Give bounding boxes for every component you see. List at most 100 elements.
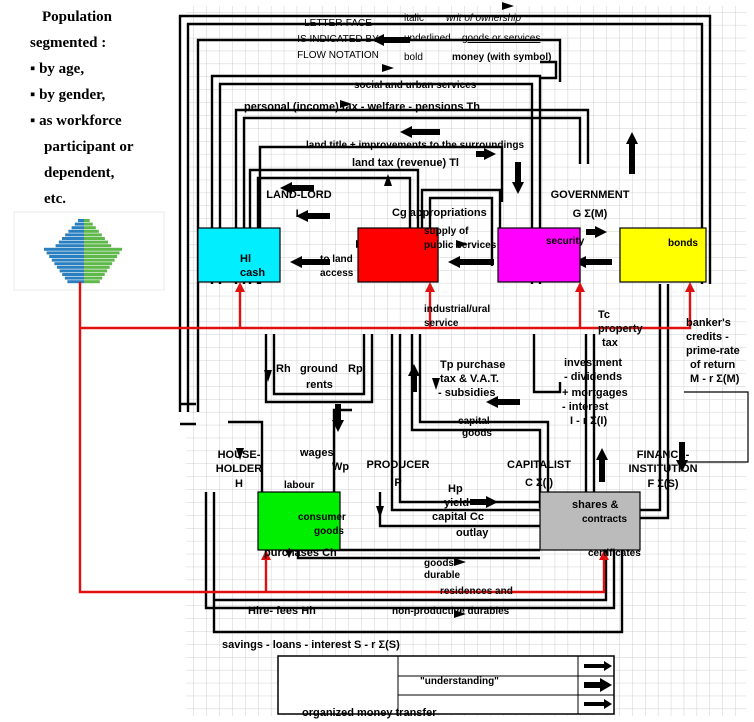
label-durable: durable [424, 570, 461, 581]
pyramid-male-bar [59, 269, 84, 273]
pyramid-female-bar [84, 276, 103, 280]
label-capital-goods2: capital [458, 416, 490, 427]
producer-box[interactable] [357, 227, 439, 283]
population-line-7: dependent, [44, 165, 115, 181]
label-shares: shares & [572, 499, 619, 511]
household-symbol: H [235, 478, 243, 490]
population-text-block: Population segmented : ▪ by age, ▪ by ge… [30, 9, 134, 207]
legend-row3-style: italic [404, 13, 424, 24]
label-goods1: goods [424, 558, 454, 569]
pyramid-male-bar [71, 226, 84, 230]
pyramid-female-bar [84, 219, 90, 222]
label-prime-rate: prime-rate [686, 345, 740, 357]
population-line-2: segmented : [30, 35, 106, 51]
pyramid-female-bar [84, 240, 108, 244]
pyramid-male-bar [58, 240, 84, 244]
label-yield: yield [444, 497, 469, 509]
pyramid-male-bar [44, 247, 84, 251]
pyramid-male-bar [46, 251, 84, 255]
label-investment: investment [564, 357, 622, 369]
label-m-r: M - r Σ(M) [690, 373, 740, 385]
label-understanding: "understanding" [420, 676, 499, 687]
label-industrial: industrial/ural [424, 304, 490, 315]
label-purchases: purchases Ch [264, 547, 337, 559]
label-security: security [546, 236, 585, 247]
household-line1: HOUSE- [218, 449, 261, 461]
finance-box[interactable] [619, 227, 707, 283]
label-wp: Wp [332, 461, 349, 473]
label-land-tax: land tax (revenue) Tl [352, 157, 459, 169]
finance-line1: FINANCE- [637, 449, 690, 461]
label-organized-money: organized money transfer [302, 707, 437, 719]
finance-symbol: F Σ(S) [647, 478, 678, 490]
label-hp: Hp [448, 483, 463, 495]
pyramid-female-bar [84, 269, 108, 273]
population-line-5: ▪ as workforce [30, 113, 122, 129]
grid-background [186, 6, 746, 716]
label-capital-cc: capital Cc [432, 511, 484, 523]
legend-thick-arrow-icon [584, 678, 612, 692]
population-line-6: participant or [44, 139, 134, 155]
pyramid-male-bar [64, 276, 84, 280]
label-capital-goods1: goods [462, 428, 492, 439]
pyramid-female-bar [84, 258, 115, 262]
node-finance[interactable] [619, 227, 707, 283]
pyramid-male-bar [49, 255, 84, 258]
label-mortgages: + mortgages [562, 387, 628, 399]
label-certificates: certificates [588, 548, 641, 559]
government-box[interactable] [539, 491, 641, 551]
legend-frame [277, 655, 615, 715]
landlord-box[interactable] [257, 491, 341, 551]
label-residences: residences and [440, 586, 513, 597]
node-household[interactable] [197, 227, 281, 283]
pyramid-female-bar [84, 226, 96, 230]
label-ir-interest: I - r Σ(I) [570, 415, 607, 427]
block-arrows [280, 34, 688, 558]
label-credits: credits - [686, 331, 729, 343]
label-personal-tax: personal (income) tax - welfare - pensio… [244, 101, 480, 113]
label-consumer: consumer [298, 512, 346, 523]
label-bankers: banker's [686, 317, 731, 329]
population-line-3: ▪ by age, [30, 61, 84, 77]
flow-loops [178, 14, 712, 634]
label-service: service [424, 318, 459, 329]
label-bonds: bonds [668, 238, 698, 249]
node-government[interactable] [539, 491, 641, 551]
legend-row3-desc: writ of ownership [446, 13, 521, 24]
pyramid-female-bar [84, 247, 122, 251]
legend-row2-desc: goods or services [462, 33, 540, 44]
producer-line1: PRODUCER [367, 459, 430, 471]
household-box[interactable] [197, 227, 281, 283]
capitalist-box[interactable] [497, 227, 581, 283]
legend-thin-arrow-icon [584, 661, 612, 671]
node-landlord[interactable] [257, 491, 341, 551]
capitalist-symbol: C Σ(I) [525, 477, 553, 489]
producer-symbol: P [394, 477, 401, 489]
pyramid-male-bar [67, 280, 84, 284]
population-line-4: ▪ by gender, [30, 87, 105, 103]
pyramid-male-bar [68, 229, 84, 233]
label-rh: Rh [276, 363, 291, 375]
label-interest: - interest [562, 401, 609, 413]
label-social: social and urban services [354, 80, 477, 91]
population-line-1: Population [42, 9, 113, 25]
pyramid-male-bar [74, 222, 84, 226]
legend-row1-style: bold [404, 52, 423, 63]
label-to-land: to land [320, 254, 353, 265]
label-consumer-goods: goods [314, 526, 344, 537]
label-appropriations: Cg appropriations [392, 207, 487, 219]
node-producer[interactable] [357, 227, 439, 283]
pyramid-male-bar [78, 219, 84, 222]
capitalist-line1: CAPITALIST [507, 459, 571, 471]
pyramid-female-bar [84, 244, 111, 248]
label-hire-fees: Hire- fees Hh [248, 605, 316, 617]
pyramid-female-bar [84, 262, 113, 266]
loop-brackets [180, 60, 558, 426]
node-capitalist[interactable] [497, 227, 581, 283]
pyramid-male-bar [51, 258, 84, 262]
government-line1: GOVERNMENT [551, 189, 630, 201]
label-property: property [598, 323, 644, 335]
